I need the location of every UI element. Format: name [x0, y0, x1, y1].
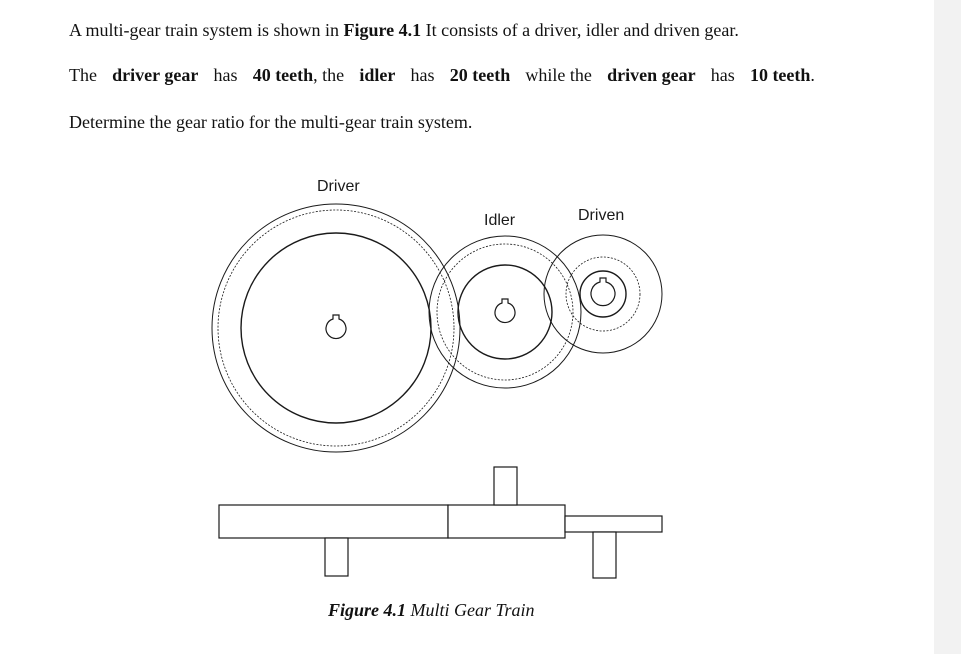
driven-gear-hub [579, 270, 627, 318]
driven-label: Driven [578, 207, 624, 224]
line2-word: has [710, 65, 735, 85]
line1-after: It consists of a driver, idler and drive… [421, 20, 739, 40]
figure-reference: Figure 4.1 [343, 20, 422, 40]
line1-before: A multi-gear train system is shown in [69, 20, 344, 40]
line2-word: driver gear [112, 65, 199, 85]
line2-word: The [69, 65, 97, 85]
idler-gear-outer-rim [428, 235, 582, 389]
line2-word-group: 40 teeth, the [253, 64, 344, 86]
line2-word: 10 teeth [749, 65, 811, 85]
idler-gear-pitch-circle [436, 243, 574, 381]
driven-gear-outer-rim [543, 234, 663, 354]
driver-gear-keyway [325, 314, 347, 340]
idler-shaft-side-view [493, 466, 518, 506]
driven-gear-side-view [564, 515, 663, 533]
driver-label: Driver [317, 178, 360, 195]
figure-caption: Figure 4.1 Multi Gear Train [328, 600, 535, 621]
figure-caption-number: Figure 4.1 [328, 600, 407, 620]
driven-shaft-side-view [592, 531, 617, 579]
problem-line-2: The driver gear has 40 teeth, the idler has 20… [69, 64, 815, 86]
problem-line-3: Determine the gear ratio for the multi-g… [69, 112, 473, 132]
line2-word-group: 10 teeth. [750, 64, 815, 86]
figure-caption-title: Multi Gear Train [406, 600, 535, 620]
idler-gear [428, 235, 582, 389]
line2-word: , the [313, 65, 345, 85]
idler-gear-side-view [447, 504, 566, 539]
line2-word: has [410, 65, 435, 85]
problem-line-1: A multi-gear train system is shown in Fi… [69, 19, 739, 41]
side-margin-strip [934, 0, 961, 654]
driver-gear-pitch-circle [217, 209, 455, 447]
line2-word: driven gear [607, 65, 696, 85]
driver-shaft-side-view [324, 537, 349, 577]
idler-gear-keyway [494, 298, 516, 324]
driver-gear [211, 203, 461, 453]
driven-gear-pitch-circle [565, 256, 641, 332]
line2-word: while the [525, 65, 592, 85]
side-view [218, 466, 663, 579]
line2-word: has [213, 65, 238, 85]
line2-word: 40 teeth [252, 65, 314, 85]
line2-word: idler [359, 65, 396, 85]
idler-gear-hub [457, 264, 553, 360]
driver-gear-outer-rim [211, 203, 461, 453]
driven-gear-keyway [590, 277, 616, 307]
driven-gear [543, 234, 663, 354]
idler-label: Idler [484, 212, 516, 229]
line2-word: . [810, 65, 815, 85]
line2-word: 20 teeth [449, 65, 511, 85]
driver-gear-side-view [218, 504, 449, 539]
